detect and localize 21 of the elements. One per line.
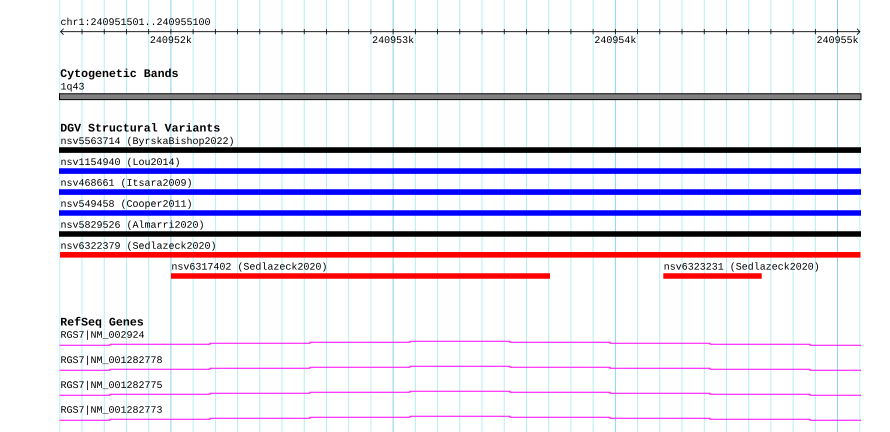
variant-label: nsv549458 (Cooper2011) (61, 200, 191, 209)
variant-label: nsv6322379 (Sedlazeck2020) (61, 242, 215, 251)
variant-label: nsv468661 (Itsara2009) (61, 178, 191, 188)
track-title: Cytogenetic Bands (60, 68, 178, 80)
variant-label: nsv1154940 (Lou2014) (61, 158, 179, 168)
tick-label: 240955k (817, 36, 858, 44)
track-title: RefSeq Genes (61, 316, 144, 328)
track-title: DGV Structural Variants (60, 123, 220, 132)
variant-label: nsv5829526 (Almarri2020) (61, 220, 203, 230)
gene-label: RGS7|NM_001282775 (61, 380, 162, 390)
tick-label: 240953k (372, 36, 414, 44)
variant-label: nsv6323231 (Sedlazeck2020) (664, 262, 818, 272)
tick-label: 240954k (595, 36, 636, 44)
tick-label: 240952k (150, 36, 192, 44)
position-label: chr1:240951501..240955100 (61, 18, 210, 26)
gene-label: RGS7|NM_002924 (61, 330, 144, 340)
variant-label: nsv5563714 (ByrskaBishop2022) (61, 136, 233, 146)
variant-label: nsv6317402 (Sedlazeck2020) (172, 262, 326, 272)
gene-label: RGS7|NM_001282778 (61, 356, 162, 366)
band-label: 1q43 (61, 82, 84, 92)
gene-label: RGS7|NM_001282773 (61, 406, 162, 415)
